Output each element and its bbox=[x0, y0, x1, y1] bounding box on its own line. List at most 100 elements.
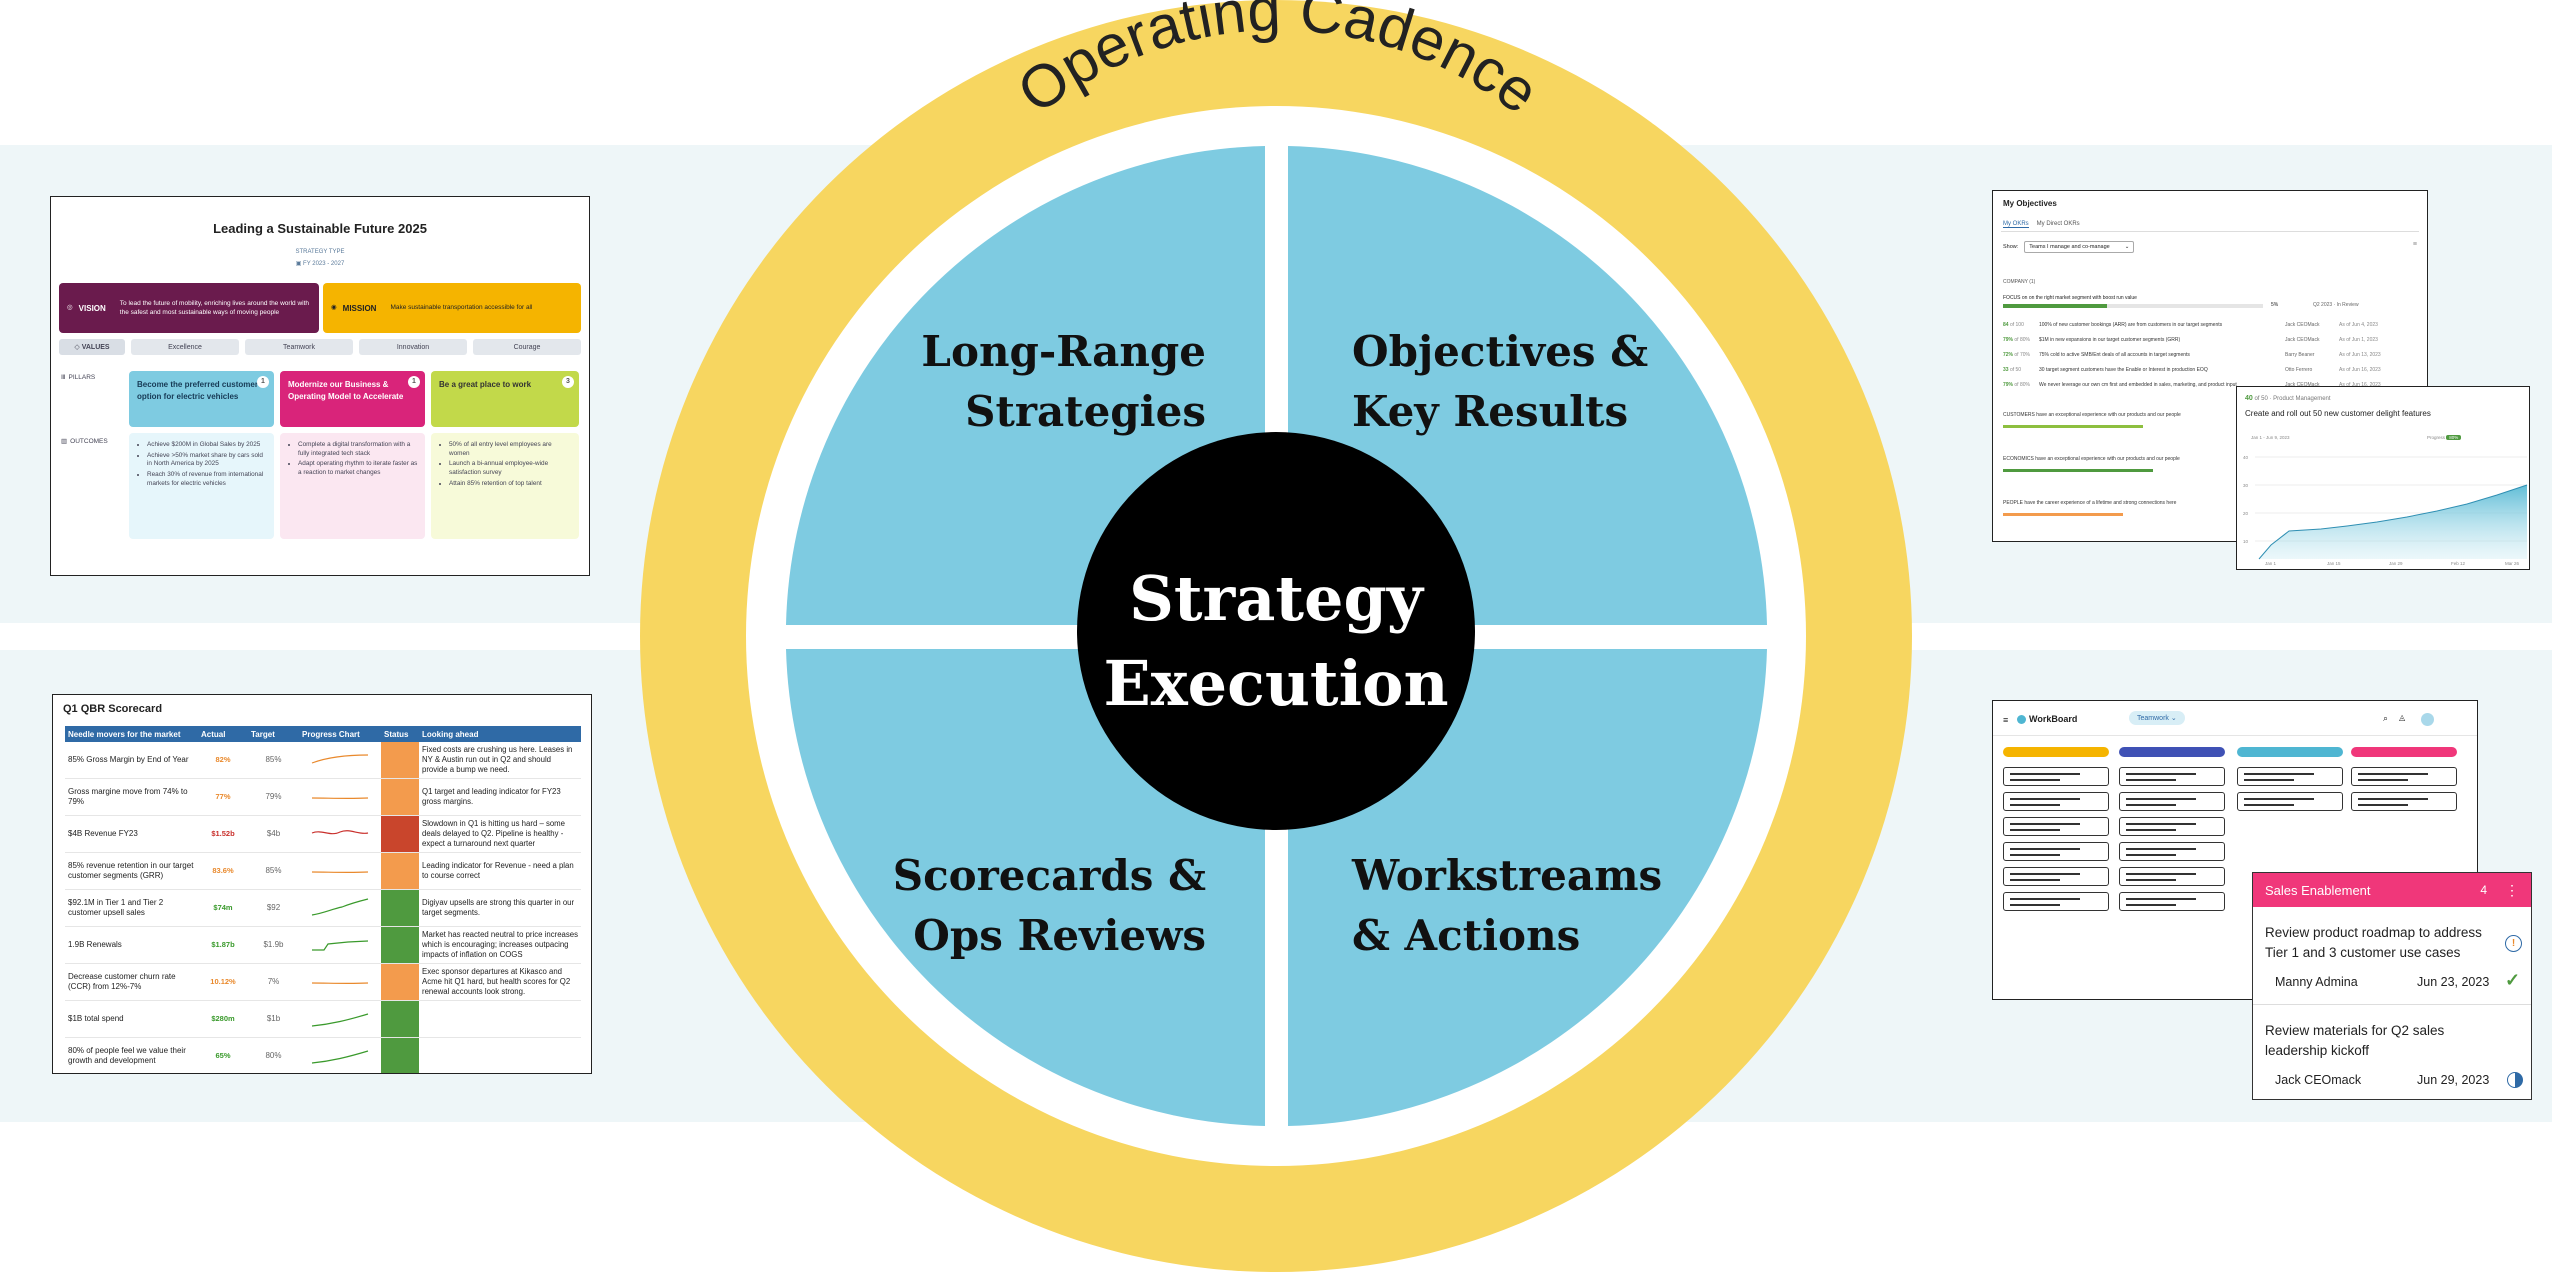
card-title: Sales Enablement bbox=[2265, 882, 2371, 898]
progress-chart-cell bbox=[299, 1000, 381, 1038]
task-card[interactable] bbox=[2003, 867, 2109, 886]
task-card[interactable] bbox=[2003, 842, 2109, 861]
column-header-bar[interactable] bbox=[2351, 747, 2457, 757]
column-header-bar[interactable] bbox=[2119, 747, 2225, 757]
pillar-card[interactable]: Be a great place to work 3 bbox=[431, 371, 579, 427]
okr-date: As of Jun 1, 2023 bbox=[2339, 337, 2378, 343]
table-row[interactable]: Decrease customer churn rate (CCR) from … bbox=[65, 963, 581, 1001]
okr-text: $1M in new expansions in our target cust… bbox=[2039, 337, 2181, 343]
task-card[interactable] bbox=[2351, 767, 2457, 786]
task-card[interactable] bbox=[2003, 892, 2109, 911]
section-row: PEOPLE have the career experience of a l… bbox=[2003, 500, 2177, 506]
target-cell: 85% bbox=[248, 852, 299, 890]
column-header: Looking ahead bbox=[419, 726, 581, 742]
task-card[interactable] bbox=[2119, 767, 2225, 786]
x-tick: Feb 12 bbox=[2451, 561, 2466, 566]
avatar[interactable] bbox=[2421, 713, 2434, 726]
status-swatch bbox=[381, 816, 419, 852]
focus-progress-bar bbox=[2003, 304, 2107, 308]
status-cell bbox=[381, 852, 419, 890]
table-row[interactable]: 1.9B Renewals $1.87b $1.9b Market has re… bbox=[65, 926, 581, 964]
metric-cell: 1.9B Renewals bbox=[65, 926, 198, 964]
okr-detail-popup[interactable]: 40 of 50 · Product Management Create and… bbox=[2236, 386, 2530, 570]
okr-row[interactable]: 72% of 70% 75% cold to active SMB/Ent de… bbox=[2003, 349, 2417, 361]
actual-cell: 83.6% bbox=[198, 852, 248, 890]
okr-owner: Jack CEOMack bbox=[2285, 337, 2320, 343]
actual-cell: $1.52b bbox=[198, 815, 248, 853]
task-item[interactable]: Review product roadmap to address Tier 1… bbox=[2253, 907, 2531, 1005]
status-cell bbox=[381, 889, 419, 927]
more-icon[interactable]: ⋮ bbox=[2505, 881, 2519, 898]
column-header: Progress Chart bbox=[299, 726, 381, 742]
table-row[interactable]: $1B total spend $280m $1b bbox=[65, 1000, 581, 1038]
popup-progress: Progress 80% bbox=[2427, 435, 2462, 440]
okr-row[interactable]: 79% of 80% $1M in new expansions in our … bbox=[2003, 334, 2417, 346]
search-icon[interactable]: ⌕ bbox=[2383, 713, 2389, 723]
task-card[interactable] bbox=[2119, 892, 2225, 911]
filter-select[interactable]: Teams I manage and co-manage⌄ bbox=[2024, 241, 2135, 253]
task-card[interactable] bbox=[2119, 792, 2225, 811]
table-row[interactable]: Gross margine move from 74% to 79% 77% 7… bbox=[65, 778, 581, 816]
looking-ahead-cell: Market has reacted neutral to price incr… bbox=[419, 926, 581, 964]
menu-icon[interactable]: ≡ bbox=[2003, 715, 2009, 725]
chevron-down-icon: ⌄ bbox=[2170, 715, 2177, 722]
task-card[interactable] bbox=[2351, 792, 2457, 811]
sparkline bbox=[311, 754, 369, 764]
focus-row: FOCUS on on the right market segment wit… bbox=[2003, 295, 2359, 308]
task-card[interactable] bbox=[2237, 792, 2343, 811]
scorecard-table: Needle movers for the market Actual Targ… bbox=[65, 726, 581, 1073]
filter-icon[interactable]: ≡ bbox=[2412, 241, 2417, 248]
okr-panel: My Objectives My OKRs My Direct OKRs Sho… bbox=[1992, 190, 2428, 542]
okr-pct: 33 of 50 bbox=[2003, 367, 2022, 373]
sparkline bbox=[311, 797, 369, 800]
vision-text: To lead the future of mobility, enrichin… bbox=[119, 299, 309, 316]
task-card[interactable] bbox=[2237, 767, 2343, 786]
table-header-row: Needle movers for the market Actual Targ… bbox=[65, 726, 581, 742]
center-circle bbox=[1077, 432, 1475, 830]
table-row[interactable]: 80% of people feel we value their growth… bbox=[65, 1037, 581, 1073]
table-row[interactable]: $4B Revenue FY23 $1.52b $4b Slowdown in … bbox=[65, 815, 581, 853]
column-header-bar[interactable] bbox=[2003, 747, 2109, 757]
okr-row[interactable]: 79% of 80% We never leverage our own cm … bbox=[2003, 379, 2417, 391]
task-date: Jun 29, 2023 bbox=[2417, 1073, 2490, 1087]
progress-chart-cell bbox=[299, 778, 381, 816]
pillar-card[interactable]: Become the preferred customer option for… bbox=[129, 371, 274, 427]
column-header-bar[interactable] bbox=[2237, 747, 2343, 757]
okr-row[interactable]: 84 of 100 100% of new customer bookings … bbox=[2003, 319, 2417, 331]
table-row[interactable]: 85% revenue retention in our target cust… bbox=[65, 852, 581, 890]
task-card[interactable] bbox=[2003, 792, 2109, 811]
task-card[interactable] bbox=[2003, 817, 2109, 836]
task-card[interactable] bbox=[2119, 867, 2225, 886]
okr-pct: 79% of 80% bbox=[2003, 337, 2030, 343]
task-card[interactable] bbox=[2119, 842, 2225, 861]
tab-my-okrs[interactable]: My OKRs bbox=[2003, 221, 2029, 228]
target-cell: $1b bbox=[248, 1000, 299, 1038]
okr-row[interactable]: 33 of 50 30 target segment customers hav… bbox=[2003, 364, 2417, 376]
okr-pct: 79% of 80% bbox=[2003, 382, 2030, 388]
bell-icon[interactable]: ◬ bbox=[2399, 713, 2406, 722]
task-card[interactable] bbox=[2003, 767, 2109, 786]
tab-my-direct-okrs[interactable]: My Direct OKRs bbox=[2036, 221, 2080, 227]
task-card[interactable] bbox=[2119, 817, 2225, 836]
sparkline bbox=[311, 871, 369, 874]
status-cell bbox=[381, 815, 419, 853]
target-cell: 7% bbox=[248, 963, 299, 1001]
sales-enablement-card[interactable]: Sales Enablement 4 ⋮ Review product road… bbox=[2252, 872, 2532, 1100]
info-icon: ! bbox=[2505, 935, 2522, 952]
status-swatch bbox=[381, 964, 419, 1000]
team-chip[interactable]: Teamwork ⌄ bbox=[2129, 711, 2185, 725]
task-date: Jun 23, 2023 bbox=[2417, 975, 2490, 989]
y-tick: 10 bbox=[2243, 539, 2249, 544]
quadrant-label-okr: Objectives &Key Results bbox=[1352, 327, 1649, 436]
diamond-icon: ◇ bbox=[74, 344, 82, 351]
x-tick: Jan 15 bbox=[2327, 561, 2341, 566]
outcome-item: Achieve >50% market share by cars sold i… bbox=[147, 452, 268, 469]
target-cell: 79% bbox=[248, 778, 299, 816]
outcome-item: 50% of all entry level employees are wom… bbox=[449, 441, 573, 458]
task-item[interactable]: Review materials for Q2 sales leadership… bbox=[2253, 1005, 2531, 1099]
pillar-card[interactable]: Modernize our Business & Operating Model… bbox=[280, 371, 425, 427]
table-row[interactable]: 85% Gross Margin by End of Year 82% 85% … bbox=[65, 742, 581, 779]
metric-cell: 80% of people feel we value their growth… bbox=[65, 1037, 198, 1073]
table-row[interactable]: $92.1M in Tier 1 and Tier 2 customer ups… bbox=[65, 889, 581, 927]
